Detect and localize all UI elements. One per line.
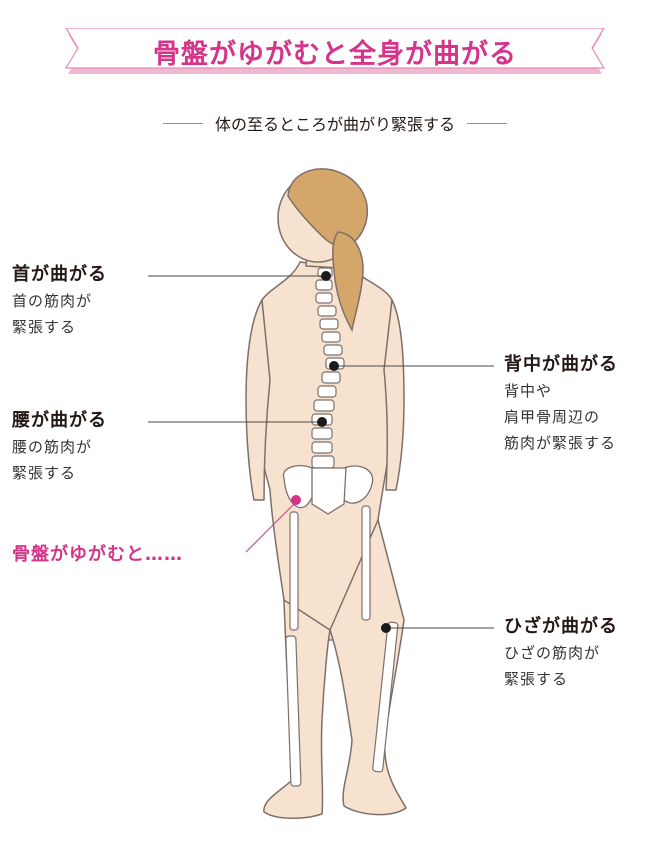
neck-line-2: 緊張する [12,318,77,336]
divider-left [162,122,203,124]
neck-annotation: 首が曲がる 首の筋肉が 緊張する [12,262,107,340]
pelvis-title: 骨盤がゆがむと…… [12,544,183,565]
back-annotation: 背中が曲がる 背中や 肩甲骨周辺の 筋肉が緊張する [504,352,618,456]
waist-title: 腰が曲がる [12,410,107,431]
knee-line-2: 緊張する [504,670,569,688]
subtitle: 体の至るところが曲がり緊張する [214,115,455,134]
leg-bones [285,505,399,787]
hair [287,168,368,248]
left-arm [245,299,271,501]
pelvis [282,464,374,515]
right-arm [383,299,405,491]
ribbon-shape [64,28,606,74]
back-title: 背中が曲がる [504,354,618,375]
knee-line-1: ひざの筋肉が [504,644,601,662]
pelvis-leader-line [245,503,295,553]
waist-marker [317,417,327,427]
knee-title: ひざが曲がる [504,616,618,637]
waist-annotation: 腰が曲がる 腰の筋肉が 緊張する [12,408,107,486]
ponytail [332,231,364,333]
back-line-2: 肩甲骨周辺の [504,408,601,426]
neck-line-1: 首の筋肉が [12,292,93,310]
page-title: 骨盤がゆがむと全身が曲がる [153,39,517,70]
right-leg [329,519,407,816]
knee-annotation: ひざが曲がる ひざの筋肉が 緊張する [504,614,618,692]
pelvis-marker [291,495,301,505]
divider-right [467,122,507,124]
spine [311,267,345,469]
waist-line-2: 緊張する [12,464,77,482]
neck-marker [321,271,331,281]
subtitle-row: 体の至るところが曲がり緊張する [0,110,670,136]
knee-marker [381,623,391,633]
title-banner: 骨盤がゆがむと全身が曲がる [64,28,606,74]
back-marker [329,361,339,371]
waist-line-1: 腰の筋肉が [12,438,93,456]
pelvis-annotation: 骨盤がゆがむと…… [12,540,183,566]
back-line-3: 筋肉が緊張する [504,434,617,452]
neck-title: 首が曲がる [12,264,107,285]
back-line-1: 背中や [504,382,553,400]
